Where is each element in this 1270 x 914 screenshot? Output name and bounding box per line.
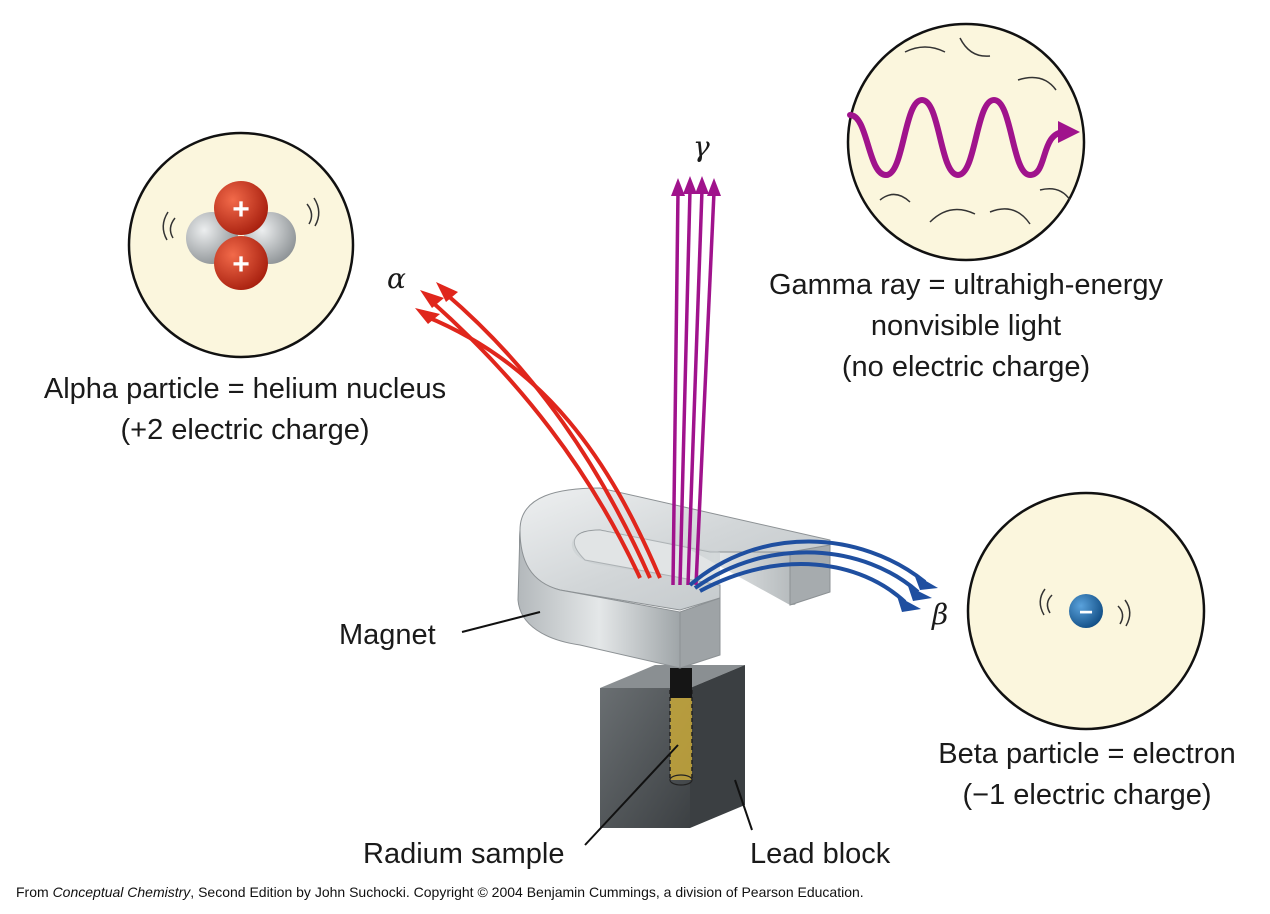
electron-sphere — [1069, 594, 1103, 628]
alpha-ray — [424, 314, 662, 579]
gamma-wave-arrowhead — [1058, 121, 1080, 143]
proton-charge-sign: + — [232, 193, 250, 226]
beta-caption-line1: Beta particle = electron — [938, 738, 1236, 770]
alpha-arrowhead — [436, 282, 458, 302]
radium-sample-leader-line — [584, 744, 679, 846]
alpha-caption: Alpha particle = helium nucleus (+2 elec… — [14, 369, 476, 451]
gamma-arrowhead — [707, 178, 721, 196]
alpha-caption-line1: Alpha particle = helium nucleus — [43, 373, 447, 405]
gamma-ray — [694, 191, 716, 586]
beta-caption-line2: (−1 electric charge) — [962, 779, 1212, 811]
gamma-arrowhead — [683, 176, 697, 194]
gamma-caption-line2: nonvisible light — [870, 310, 1062, 342]
alpha-arrowhead — [415, 308, 440, 324]
magnet — [517, 487, 831, 669]
alpha-rays — [424, 291, 662, 579]
alpha-ray — [443, 291, 652, 579]
beta-ray — [699, 562, 907, 604]
gamma-caption-line3: (no electric charge) — [841, 351, 1091, 383]
alpha-particle-bubble: + + — [127, 131, 355, 359]
gamma-ray — [678, 189, 692, 586]
gamma-ray-bubble — [846, 22, 1086, 262]
gamma-ray — [686, 189, 704, 586]
alpha-caption-line2: (+2 electric charge) — [120, 414, 370, 446]
credit-prefix: From — [16, 884, 53, 900]
alpha-arrowhead — [420, 290, 444, 308]
radium-sample-tube — [670, 690, 692, 780]
lead-block-leader-line — [734, 779, 753, 831]
gamma-ray — [671, 191, 680, 586]
gamma-caption-line1: Gamma ray = ultrahigh-energy — [768, 269, 1164, 301]
gamma-symbol: γ — [693, 130, 710, 163]
proton-sphere — [214, 236, 268, 290]
beta-arrowhead — [914, 574, 938, 590]
electron-charge-sign: − — [1079, 599, 1093, 626]
gamma-caption: Gamma ray = ultrahigh-energy nonvisible … — [738, 265, 1194, 388]
proton-charge-sign: + — [232, 248, 250, 281]
beta-caption: Beta particle = electron (−1 electric ch… — [912, 734, 1262, 816]
magnet-label: Magnet — [339, 619, 436, 651]
beta-ray — [693, 550, 920, 594]
alpha-ray — [428, 298, 642, 579]
credit-suffix: , Second Edition by John Suchocki. Copyr… — [190, 884, 864, 900]
credit-book-title: Conceptual Chemistry — [52, 884, 191, 900]
beta-arrowhead — [897, 596, 921, 612]
beta-symbol: β — [932, 598, 949, 631]
alpha-symbol: α — [387, 262, 406, 295]
lead-block-label: Lead block — [750, 838, 891, 870]
gamma-rays — [671, 189, 716, 586]
proton-sphere — [214, 181, 268, 235]
radium-sample-label: Radium sample — [363, 838, 565, 870]
gamma-arrowhead — [695, 176, 709, 194]
beta-rays — [688, 539, 927, 604]
gamma-wave — [847, 96, 1068, 179]
copyright-credit: From Conceptual Chemistry, Second Editio… — [16, 884, 864, 900]
beta-ray — [688, 539, 927, 587]
magnet-leader-line — [461, 611, 541, 633]
gamma-arrowhead — [671, 178, 685, 196]
lead-block — [600, 665, 745, 828]
beta-particle-bubble: − — [966, 491, 1206, 731]
beta-arrowhead — [908, 586, 932, 601]
